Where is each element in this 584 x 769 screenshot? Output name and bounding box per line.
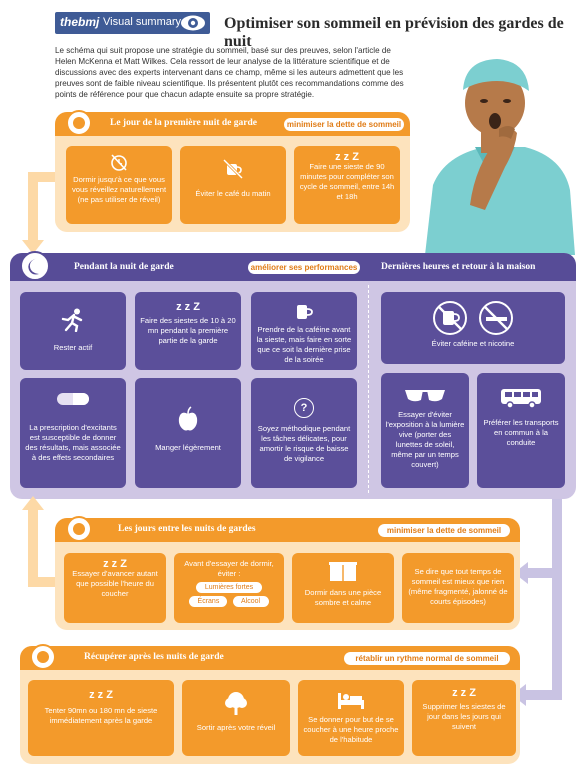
panel-title-right: Dernières heures et retour à la maison bbox=[381, 262, 536, 272]
card-text: Prendre de la caféine avant la sieste, m… bbox=[256, 325, 352, 364]
no-coffee-icon bbox=[432, 301, 467, 335]
card-text: Rester actif bbox=[53, 343, 93, 352]
chip-bright-lights: Lumières fortes bbox=[196, 582, 262, 593]
eye-icon bbox=[181, 15, 205, 31]
card-text: Se donner pour but de se coucher à une h… bbox=[303, 715, 399, 744]
flow-arrow bbox=[28, 505, 38, 587]
page-title: Optimiser son sommeil en prévision des g… bbox=[224, 15, 564, 50]
card-dark-quiet-room: Dormir dans une pièce sombre et calme bbox=[292, 553, 394, 623]
chip-screens: Écrans bbox=[189, 596, 228, 607]
card-text: Faire des siestes de 10 à 20 mn pendant … bbox=[140, 316, 236, 345]
intro-text: Le schéma qui suit propose une stratégie… bbox=[55, 46, 404, 99]
moon-icon bbox=[20, 251, 50, 281]
alarm-clock-crossed-icon bbox=[111, 154, 127, 171]
arrow-head-icon bbox=[22, 240, 44, 254]
apple-icon bbox=[178, 406, 198, 431]
goal-tag: rétablir un rythme normal de sommeil bbox=[344, 652, 510, 665]
card-text: La prescription d'excitants est suscepti… bbox=[25, 423, 121, 462]
arrow-head-icon bbox=[22, 496, 44, 510]
card-usual-bedtime: Se donner pour but de se coucher à une h… bbox=[298, 680, 404, 756]
flow-arrow bbox=[552, 499, 562, 694]
no-smoking-icon bbox=[479, 301, 514, 335]
coffee-cup-icon bbox=[297, 305, 313, 319]
panel-title: Les jours entre les nuits de gardes bbox=[118, 524, 256, 534]
card-advance-bedtime: z z Z Essayer d'avancer autant que possi… bbox=[64, 553, 166, 623]
goal-tag: améliorer ses performances bbox=[248, 261, 360, 274]
panel-title: Le jour de la première nuit de garde bbox=[110, 118, 257, 128]
bmj-logo: thebmj bbox=[60, 15, 100, 29]
bed-icon bbox=[338, 693, 364, 709]
zzz-icon: z z Z bbox=[452, 687, 476, 699]
running-person-icon bbox=[61, 308, 83, 333]
zzz-icon: z z Z bbox=[335, 151, 359, 163]
goal-tag: minimiser la dette de sommeil bbox=[284, 118, 404, 131]
card-avoid-before-sleep: Avant d'essayer de dormir, éviter : Lumi… bbox=[174, 553, 284, 623]
flow-arrow-h bbox=[28, 172, 60, 182]
card-caffeine-before-nap: Prendre de la caféine avant la sieste, m… bbox=[251, 292, 357, 370]
card-nap-after-shift: z z Z Tenter 90mn ou 180 mn de sieste im… bbox=[28, 680, 174, 756]
card-eat-lightly: Manger légèrement bbox=[135, 378, 241, 488]
flow-arrow-h bbox=[28, 577, 60, 587]
tree-icon bbox=[225, 692, 247, 715]
zzz-icon: z z Z bbox=[176, 301, 200, 313]
card-text: Sortir après votre réveil bbox=[196, 723, 276, 732]
card-text: Soyez méthodique pendant les tâches déli… bbox=[257, 424, 351, 463]
card-public-transport: Préférer les transports en commun à la c… bbox=[477, 373, 565, 488]
card-avoid-caffeine-nicotine: Éviter caféine et nicotine bbox=[381, 292, 565, 364]
flow-arrow-h bbox=[520, 690, 562, 700]
card-avoid-morning-coffee: Éviter le café du matin bbox=[180, 146, 286, 224]
goal-tag: minimiser la dette de sommeil bbox=[378, 524, 510, 537]
card-no-day-naps: z z Z Supprimer les siestes de jour dans… bbox=[412, 680, 516, 756]
window-shutter-icon bbox=[329, 562, 357, 581]
sun-icon bbox=[66, 516, 92, 542]
card-wake-naturally: Dormir jusqu'à ce que vous vous réveille… bbox=[66, 146, 172, 224]
chip-alcohol: Alcool bbox=[232, 596, 269, 607]
card-text: Préférer les transports en commun à la c… bbox=[483, 418, 559, 447]
card-any-sleep-counts: Se dire que tout temps de sommeil est mi… bbox=[402, 553, 514, 623]
bus-icon bbox=[501, 389, 541, 409]
flow-arrow-h bbox=[522, 568, 556, 578]
card-stay-active: Rester actif bbox=[20, 292, 126, 370]
card-go-outside: Sortir après votre réveil bbox=[182, 680, 290, 756]
card-text: Avant d'essayer de dormir, éviter : bbox=[184, 559, 274, 578]
card-text: Essayer d'avancer autant que possible l'… bbox=[72, 569, 158, 598]
panel-title: Pendant la nuit de garde bbox=[74, 262, 174, 272]
card-text: Éviter le café du matin bbox=[195, 189, 271, 198]
card-90-min-nap: z z Z Faire une sieste de 90 minutes pou… bbox=[294, 146, 400, 224]
card-short-naps: z z Z Faire des siestes de 10 à 20 mn pe… bbox=[135, 292, 241, 370]
zzz-icon: z z Z bbox=[89, 689, 113, 701]
sun-icon bbox=[66, 110, 92, 136]
visual-summary-label: Visual summary bbox=[103, 16, 182, 28]
card-text: Faire une sieste de 90 minutes pour comp… bbox=[299, 162, 395, 201]
card-text: Essayer d'éviter l'exposition à la lumiè… bbox=[385, 410, 465, 469]
flow-arrow bbox=[28, 172, 38, 247]
sun-icon bbox=[30, 644, 56, 670]
card-text: Manger légèrement bbox=[155, 443, 221, 452]
card-stimulants: La prescription d'excitants est suscepti… bbox=[20, 378, 126, 488]
zzz-icon: z z Z bbox=[103, 558, 127, 570]
card-text: Dormir jusqu'à ce que vous vous réveille… bbox=[71, 175, 167, 204]
card-methodical: ? Soyez méthodique pendant les tâches dé… bbox=[251, 378, 357, 488]
panel-divider bbox=[368, 285, 369, 493]
card-text: Éviter caféine et nicotine bbox=[431, 339, 515, 348]
pill-capsule-icon bbox=[57, 393, 89, 405]
card-text: Dormir dans une pièce sombre et calme bbox=[304, 588, 382, 607]
sunglasses-icon bbox=[405, 390, 445, 402]
card-avoid-bright-light: Essayer d'éviter l'exposition à la lumiè… bbox=[381, 373, 469, 488]
arrow-head-icon bbox=[514, 562, 528, 584]
yawning-doctor-illustration bbox=[425, 59, 575, 255]
panel-title: Récupérer après les nuits de garde bbox=[84, 652, 224, 662]
no-coffee-icon bbox=[222, 158, 244, 180]
card-text: Tenter 90mn ou 180 mn de sieste immédiat… bbox=[44, 706, 158, 725]
bmj-header-bar bbox=[55, 12, 210, 34]
card-text: Se dire que tout temps de sommeil est mi… bbox=[408, 567, 508, 606]
question-icon: ? bbox=[294, 398, 314, 418]
card-text: Supprimer les siestes de jour dans les j… bbox=[422, 702, 506, 731]
